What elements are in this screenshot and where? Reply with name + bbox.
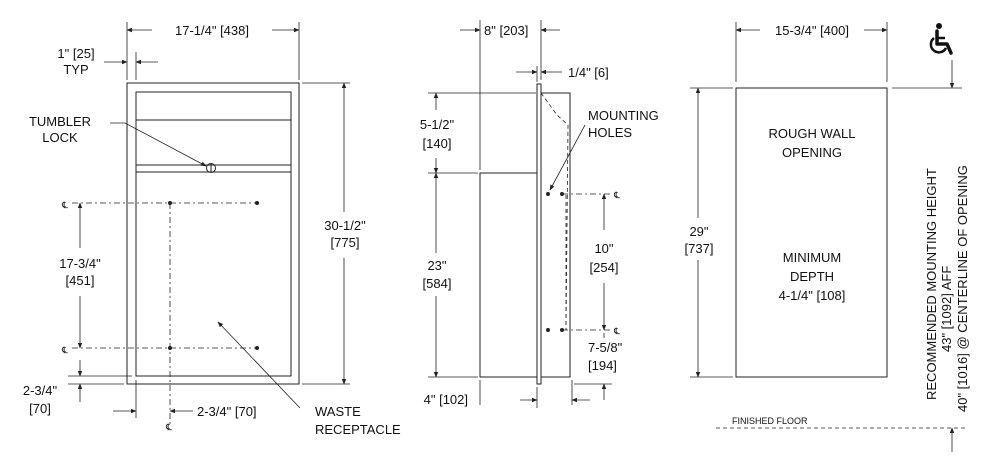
- centerline-symbol: ℄: [165, 422, 172, 432]
- side-view: ℄ ℄ 8" [203] 1/4" [6] MOUNTING HOLES 5-1…: [420, 20, 659, 408]
- side-top-offset-label-mm: [140]: [423, 136, 452, 151]
- side-lower-offset-label-mm: [194]: [588, 358, 617, 373]
- tumbler-lock-label-2: LOCK: [42, 130, 78, 145]
- tumbler-lock-icon: [206, 163, 216, 173]
- min-depth-label-2: DEPTH: [790, 269, 834, 284]
- opening-width-label: 15-3/4" [400]: [775, 23, 849, 38]
- rough-opening-outline: [735, 87, 888, 378]
- side-top-offset-label: 5-1/2": [420, 117, 455, 132]
- flange-label-typ: TYP: [63, 62, 88, 77]
- side-hole-spacing-label: 10": [594, 241, 613, 256]
- min-depth-label: MINIMUM: [783, 250, 842, 265]
- front-hole-spacing-label: 17-3/4": [59, 256, 101, 271]
- opening-height-label-mm: [737]: [685, 241, 714, 256]
- mounting-height-centerline: 40" [1016] @ CENTERLINE OF OPENING: [955, 165, 970, 412]
- opening-title: ROUGH WALL: [769, 126, 856, 141]
- front-bottom-offset-label-mm: [70]: [29, 401, 51, 416]
- front-height-label-mm: [775]: [331, 235, 360, 250]
- finished-floor-label: FINISHED FLOOR: [732, 416, 808, 426]
- side-recessed-body: [479, 172, 538, 378]
- side-lower-offset-label: 7-5/8": [588, 340, 623, 355]
- front-body-outline: [135, 91, 292, 377]
- side-hole-spacing-label-mm: [254]: [590, 260, 619, 275]
- mounting-hole: [546, 328, 550, 332]
- opening-title-2: OPENING: [782, 145, 842, 160]
- tumbler-lock-label: TUMBLER: [29, 114, 91, 129]
- side-flange: [536, 83, 542, 385]
- centerline-symbol: ℄: [61, 200, 68, 210]
- front-hole-spacing-label-mm: [451]: [66, 273, 95, 288]
- front-height-label: 30-1/2": [324, 218, 366, 233]
- side-recess-depth-label: 4" [102]: [424, 392, 468, 407]
- mounting-holes-label-2: HOLES: [588, 125, 632, 140]
- mounting-height-aff: 43" [1092] AFF: [939, 266, 954, 352]
- side-flange-thickness-label: 1/4" [6]: [568, 65, 609, 80]
- rough-opening-view: 15-3/4" [400] ROUGH WALL OPENING MINIMUM…: [685, 22, 970, 452]
- mounting-holes-label: MOUNTING: [588, 108, 659, 123]
- side-depth-label: 8" [203]: [484, 23, 528, 38]
- centerline-symbol: ℄: [61, 345, 68, 355]
- opening-height-label: 29": [689, 224, 708, 239]
- wheelchair-icon: [929, 23, 953, 55]
- centerline-symbol: ℄: [613, 326, 620, 336]
- waste-label: WASTE: [315, 404, 361, 419]
- side-body-height-label-mm: [584]: [423, 276, 452, 291]
- min-depth-value: 4-1/4" [108]: [779, 288, 846, 303]
- centerline-symbol: ℄: [613, 190, 620, 200]
- front-bottom-offset-label: 2-3/4": [23, 383, 58, 398]
- flange-label: 1" [25]: [57, 46, 94, 61]
- front-width-label: 17-1/4" [438]: [175, 23, 249, 38]
- waste-label-2: RECEPTACLE: [315, 422, 401, 437]
- front-flange-outline: [126, 82, 300, 385]
- mounting-hole: [546, 192, 550, 196]
- front-side-offset-label: 2-3/4" [70]: [197, 404, 257, 419]
- side-body-height-label: 23": [427, 258, 446, 273]
- front-view: ℄ ℄ ℄ 17-1/4" [438] 1" [25] TYP TUMBLER …: [23, 22, 401, 437]
- mounting-height-title: RECOMMENDED MOUNTING HEIGHT: [924, 168, 939, 400]
